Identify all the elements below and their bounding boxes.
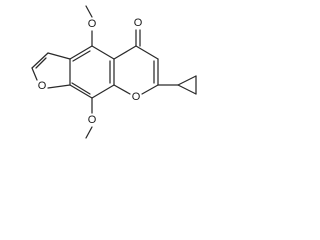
bond-cyclopropyl-1 xyxy=(177,75,197,86)
bond-furan-o-c7a xyxy=(47,84,71,89)
bond-pyranone-o1-c2 xyxy=(141,84,159,95)
atom-o-furan: O xyxy=(38,80,47,92)
bond-pyranone-c3 xyxy=(135,45,159,60)
atom-o-methoxy-top: O xyxy=(88,18,97,30)
bond-furan-c2-o xyxy=(31,67,38,81)
chemical-structure: O O O O O xyxy=(31,5,197,139)
bond-pyranone-o1-c8a xyxy=(113,84,131,95)
bond-benzene-3 xyxy=(91,84,115,99)
bond-benzene-1 xyxy=(91,45,115,60)
bond-cyclopropyl-3 xyxy=(177,84,197,95)
bond-benzene-4 xyxy=(69,84,93,99)
bond-furan-c3-c2 xyxy=(31,52,49,69)
atom-o-pyran: O xyxy=(132,91,141,103)
atom-o-methoxy-bottom: O xyxy=(88,114,97,126)
bond-top-methyl xyxy=(85,5,93,18)
bond-bottom-methyl xyxy=(85,126,93,139)
bond-benzene-4-double xyxy=(71,82,91,95)
bond-furan-c3-c2-double xyxy=(35,57,47,69)
bond-benzene-6 xyxy=(69,45,93,60)
bond-furan-c3a-c3 xyxy=(47,52,71,60)
bond-pyranone-c4 xyxy=(113,45,137,60)
bond-benzene-6-double xyxy=(72,50,91,62)
atom-o-carbonyl: O xyxy=(134,17,143,29)
